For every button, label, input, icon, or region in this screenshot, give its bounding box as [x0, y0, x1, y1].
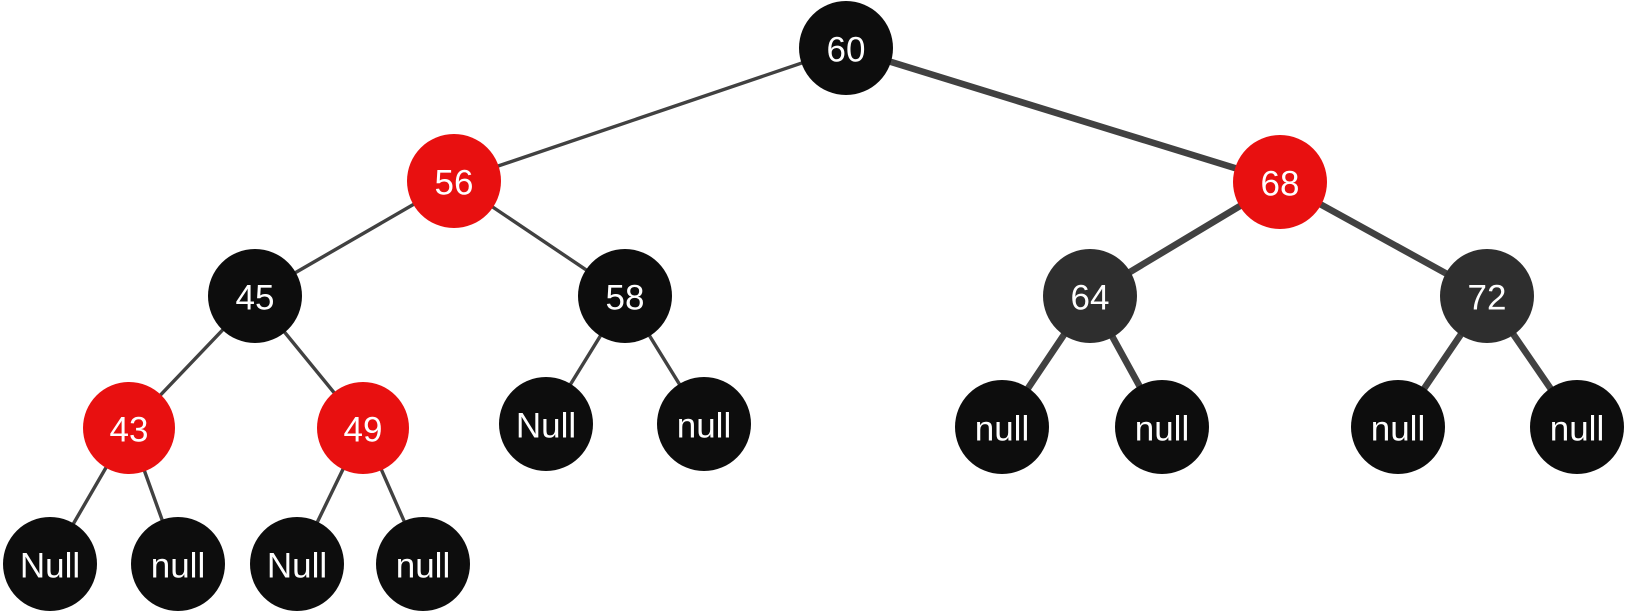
tree-node-null72L: null	[1351, 380, 1445, 474]
black-node-circle	[955, 380, 1049, 474]
tree-node-null58R: null	[657, 377, 751, 471]
tree-node-n49: 49	[317, 382, 409, 474]
black-node-circle	[657, 377, 751, 471]
black-node-circle	[799, 1, 893, 95]
tree-node-null49L: Null	[250, 517, 344, 611]
tree-node-n45: 45	[208, 249, 302, 343]
tree-node-n58: 58	[578, 249, 672, 343]
tree-node-n60: 60	[799, 1, 893, 95]
node-label-n60: 60	[827, 31, 866, 70]
node-label-n64: 64	[1071, 279, 1110, 318]
red-node-circle	[317, 382, 409, 474]
tree-node-n43: 43	[83, 382, 175, 474]
node-label-null58R: null	[677, 407, 731, 446]
edge-n60-n68	[842, 44, 1284, 186]
node-label-n72: 72	[1468, 279, 1507, 318]
node-label-n58: 58	[606, 279, 645, 318]
node-label-null72R: null	[1550, 410, 1604, 449]
tree-node-null64R: null	[1115, 380, 1209, 474]
node-label-null43L: Null	[20, 547, 80, 586]
red-node-circle	[1233, 135, 1327, 229]
tree-node-n72: 72	[1440, 249, 1534, 343]
tree-node-null49R: null	[376, 517, 470, 611]
dark-node-circle	[1043, 249, 1137, 343]
black-node-circle	[3, 517, 97, 611]
black-node-circle	[1530, 380, 1624, 474]
node-label-null49R: null	[396, 547, 450, 586]
node-label-null64L: null	[975, 410, 1029, 449]
node-label-null64R: null	[1135, 410, 1189, 449]
black-node-circle	[208, 249, 302, 343]
black-node-circle	[499, 377, 593, 471]
node-label-n43: 43	[110, 411, 149, 450]
node-label-n49: 49	[344, 411, 383, 450]
tree-node-null43R: null	[131, 517, 225, 611]
node-label-n68: 68	[1261, 165, 1300, 204]
node-label-null43R: null	[151, 547, 205, 586]
black-node-circle	[578, 249, 672, 343]
tree-node-null58L: Null	[499, 377, 593, 471]
node-label-null72L: null	[1371, 410, 1425, 449]
tree-node-null72R: null	[1530, 380, 1624, 474]
node-label-n56: 56	[435, 164, 474, 203]
tree-node-n64: 64	[1043, 249, 1137, 343]
black-node-circle	[376, 517, 470, 611]
node-label-n45: 45	[236, 279, 275, 318]
black-node-circle	[250, 517, 344, 611]
node-label-null49L: Null	[267, 547, 327, 586]
red-node-circle	[407, 134, 501, 228]
tree-node-n56: 56	[407, 134, 501, 228]
black-node-circle	[131, 517, 225, 611]
tree-node-null43L: Null	[3, 517, 97, 611]
black-node-circle	[1351, 380, 1445, 474]
tree-node-n68: 68	[1233, 135, 1327, 229]
red-node-circle	[83, 382, 175, 474]
tree-node-null64L: null	[955, 380, 1049, 474]
dark-node-circle	[1440, 249, 1534, 343]
edge-n60-n56	[452, 46, 848, 183]
black-node-circle	[1115, 380, 1209, 474]
node-label-null58L: Null	[516, 407, 576, 446]
